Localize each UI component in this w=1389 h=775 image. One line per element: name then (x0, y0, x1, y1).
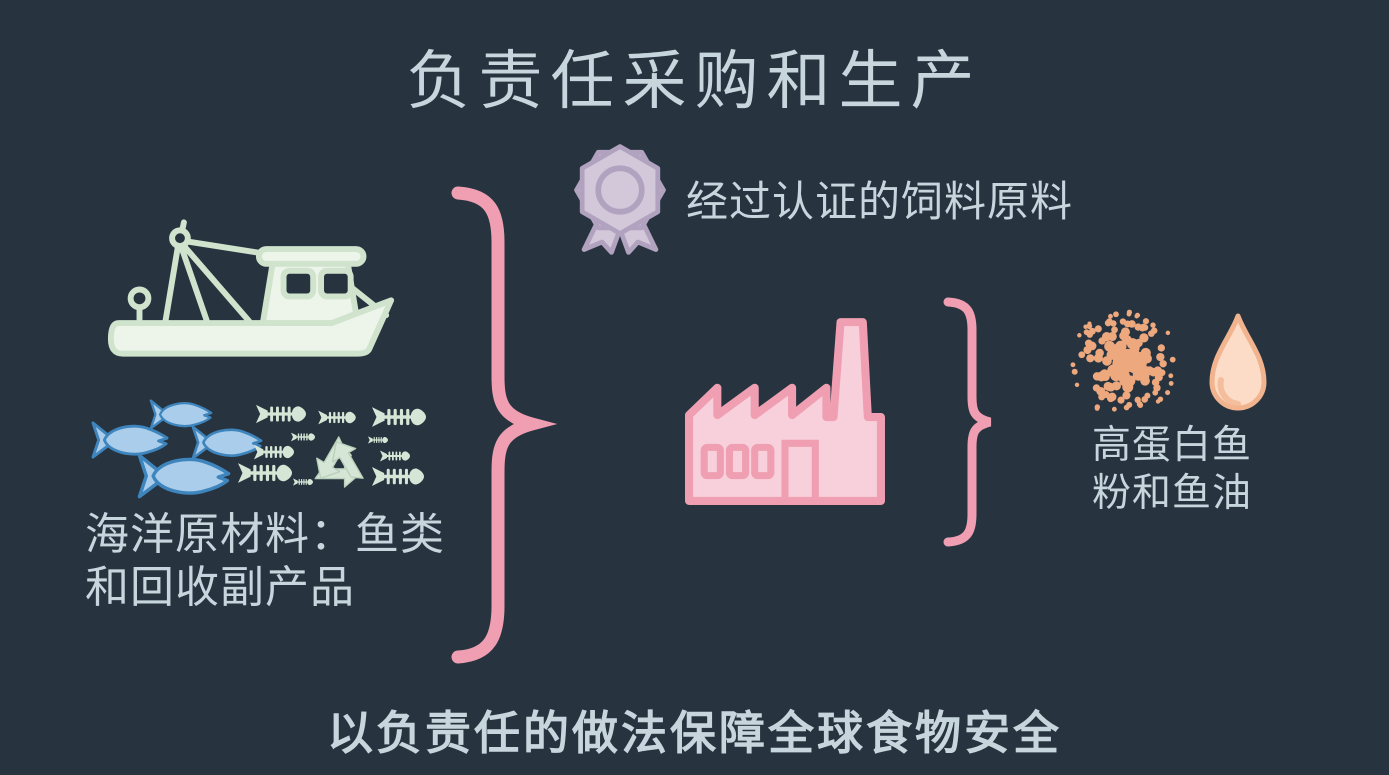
fishing-boat-icon (107, 219, 395, 357)
curly-brace-large (451, 186, 558, 664)
fish-icon (137, 453, 231, 499)
fishmeal-dots-icon (1070, 309, 1176, 412)
fish-skeleton-icon (238, 463, 292, 483)
footer-tagline: 以负责任的做法保障全球食物安全 (327, 706, 1062, 760)
fish-skeleton-icon (256, 404, 306, 424)
recycle-icon (314, 436, 364, 488)
fishmeal-oil-line2: 粉和鱼油 (1092, 470, 1253, 516)
certified-feed-label: 经过认证的饲料原料 (686, 177, 1074, 226)
award-ribbon-icon (574, 144, 666, 255)
fish-skeleton-icon (372, 466, 424, 487)
fish-skeleton-icon (380, 450, 410, 462)
fish-skeleton-icon (254, 444, 294, 460)
fish-skeleton-icon (372, 407, 426, 427)
fish-skeleton-icon (318, 410, 356, 425)
marine-materials-label: 海洋原材料：鱼类 和回收副产品 (85, 509, 445, 615)
marine-materials-line2: 和回收副产品 (85, 561, 355, 613)
fishmeal-oil-label: 高蛋白鱼 粉和鱼油 (1092, 422, 1252, 517)
page-title: 负责任采购和生产 (406, 45, 983, 119)
factory-icon (685, 318, 885, 505)
fishmeal-oil-line1: 高蛋白鱼 (1092, 423, 1253, 468)
curly-brace-small (943, 297, 992, 547)
marine-materials-line1: 海洋原材料：鱼类 (85, 509, 445, 560)
oil-drop-icon (1209, 313, 1267, 411)
